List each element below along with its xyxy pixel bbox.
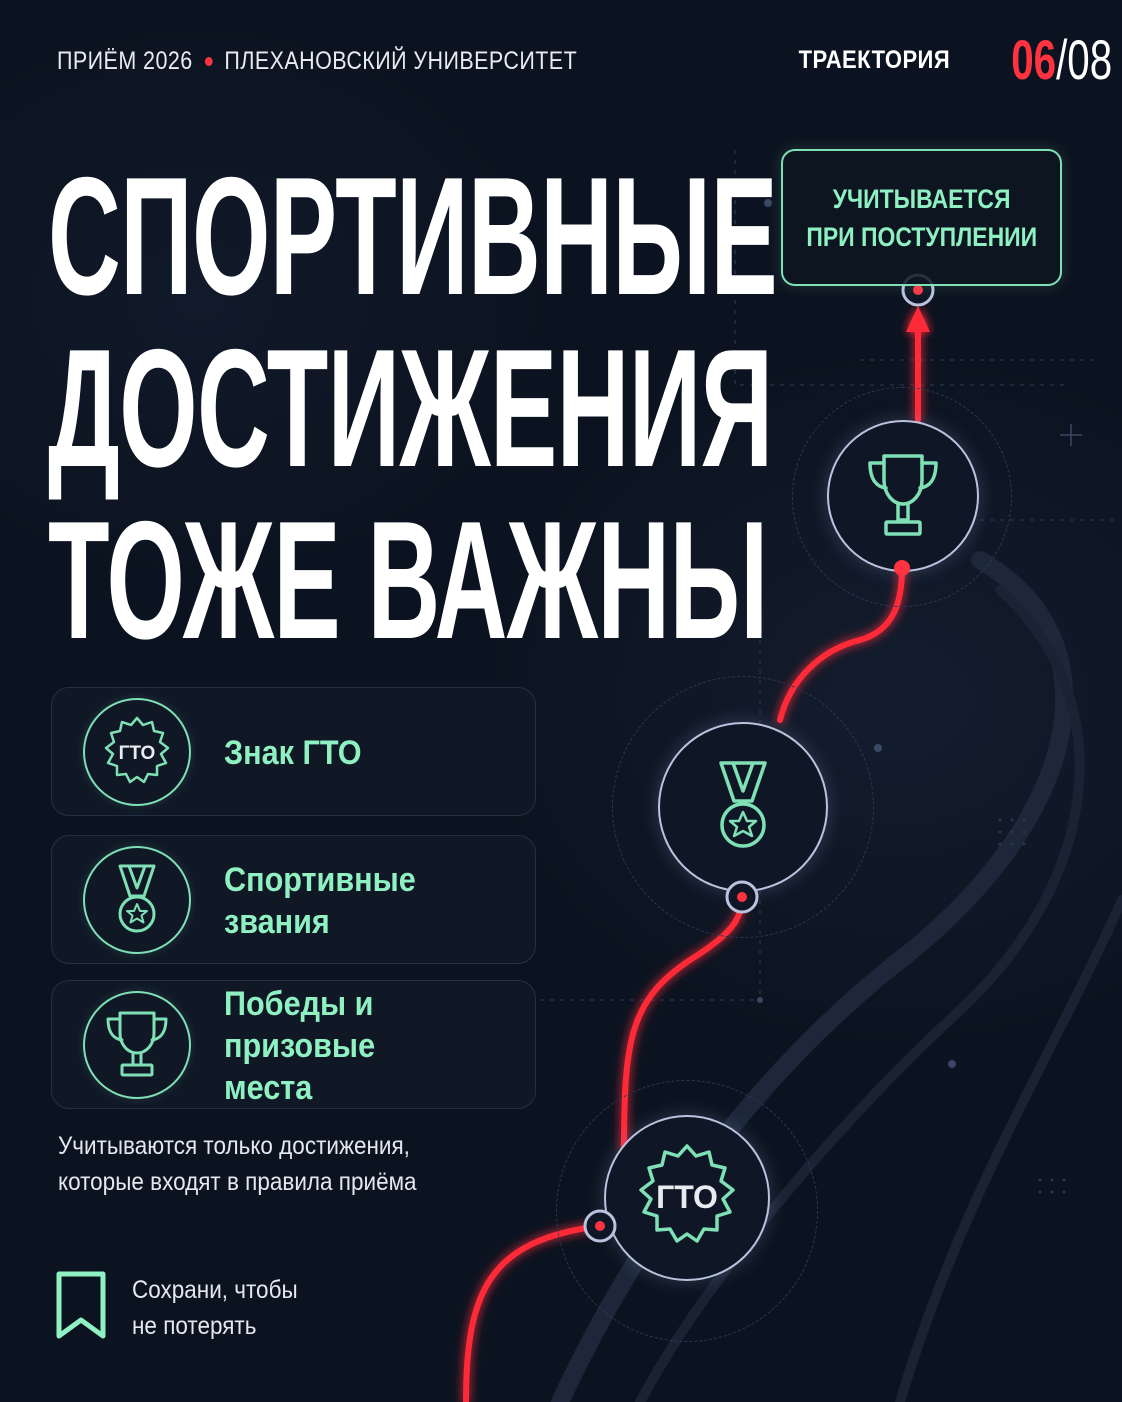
node-ring-trophy bbox=[792, 387, 1012, 607]
page-title: СПОРТИВНЫЕ ДОСТИЖЕНИЯ ТОЖЕ ВАЖНЫ bbox=[48, 150, 778, 666]
separator-dot bbox=[204, 56, 213, 66]
trophy-icon bbox=[83, 991, 191, 1099]
save-line2: не потерять bbox=[132, 1312, 257, 1340]
card-victories-line1: Победы и призовые bbox=[224, 984, 376, 1065]
node-trophy bbox=[827, 420, 979, 572]
admission-label: ПРИЁМ 2026 bbox=[57, 46, 193, 75]
gto-icon-text: ГТО bbox=[119, 743, 156, 764]
card-victories-line2: места bbox=[224, 1068, 313, 1107]
page-counter: 06/08 bbox=[1011, 32, 1112, 88]
page-separator: / bbox=[1055, 28, 1068, 91]
final-goal-line1: УЧИТЫВАЕТСЯ bbox=[832, 183, 1011, 214]
header-right: ТРАЕКТОРИЯ 06/08 bbox=[778, 30, 1112, 90]
card-gto-label: Знак ГТО bbox=[224, 688, 534, 817]
node-ring-gto bbox=[556, 1080, 818, 1342]
page-current: 06 bbox=[1011, 28, 1056, 91]
page-total: 08 bbox=[1067, 28, 1112, 91]
gto-badge-icon: ГТО bbox=[639, 1144, 735, 1243]
final-goal-line2: ПРИ ПОСТУПЛЕНИИ bbox=[806, 221, 1037, 252]
card-sport-titles-line1: Спортивные bbox=[224, 860, 416, 899]
card-gto: ГТО Знак ГТО bbox=[51, 687, 536, 816]
medal-icon bbox=[719, 761, 767, 848]
gto-badge-icon: ГТО bbox=[83, 698, 191, 806]
footnote-line2: которые входят в правила приёма bbox=[58, 1168, 417, 1196]
card-gto-line1: Знак ГТО bbox=[224, 733, 362, 772]
footnote: Учитываются только достижения, которые в… bbox=[58, 1128, 528, 1200]
card-sport-titles-label: Спортивные звания bbox=[224, 836, 534, 965]
save-prompt-text: Сохрани, чтобы не потерять bbox=[132, 1272, 316, 1344]
card-victories-label: Победы и призовые места bbox=[224, 981, 534, 1110]
series-label: ТРАЕКТОРИЯ bbox=[798, 45, 950, 74]
card-sport-titles: Спортивные звания bbox=[51, 835, 536, 964]
card-victories: Победы и призовые места bbox=[51, 980, 536, 1109]
trophy-icon bbox=[868, 454, 938, 536]
university-label: ПЛЕХАНОВСКИЙ УНИВЕРСИТЕТ bbox=[224, 46, 578, 75]
save-line1: Сохрани, чтобы bbox=[132, 1276, 298, 1304]
medal-icon bbox=[83, 846, 191, 954]
node-gto: ГТО bbox=[604, 1115, 770, 1281]
node-ring-medal bbox=[612, 676, 874, 938]
save-prompt[interactable]: Сохрани, чтобы не потерять bbox=[55, 1270, 375, 1342]
arrow-up-icon bbox=[906, 306, 930, 332]
bookmark-icon[interactable] bbox=[55, 1270, 107, 1342]
final-goal-box: УЧИТЫВАЕТСЯ ПРИ ПОСТУПЛЕНИИ bbox=[781, 149, 1062, 286]
header-left: ПРИЁМ 2026 ПЛЕХАНОВСКИЙ УНИВЕРСИТЕТ bbox=[57, 44, 577, 78]
node-gto-text: ГТО bbox=[656, 1179, 718, 1215]
footnote-line1: Учитываются только достижения, bbox=[58, 1132, 410, 1160]
card-sport-titles-line2: звания bbox=[224, 902, 330, 941]
